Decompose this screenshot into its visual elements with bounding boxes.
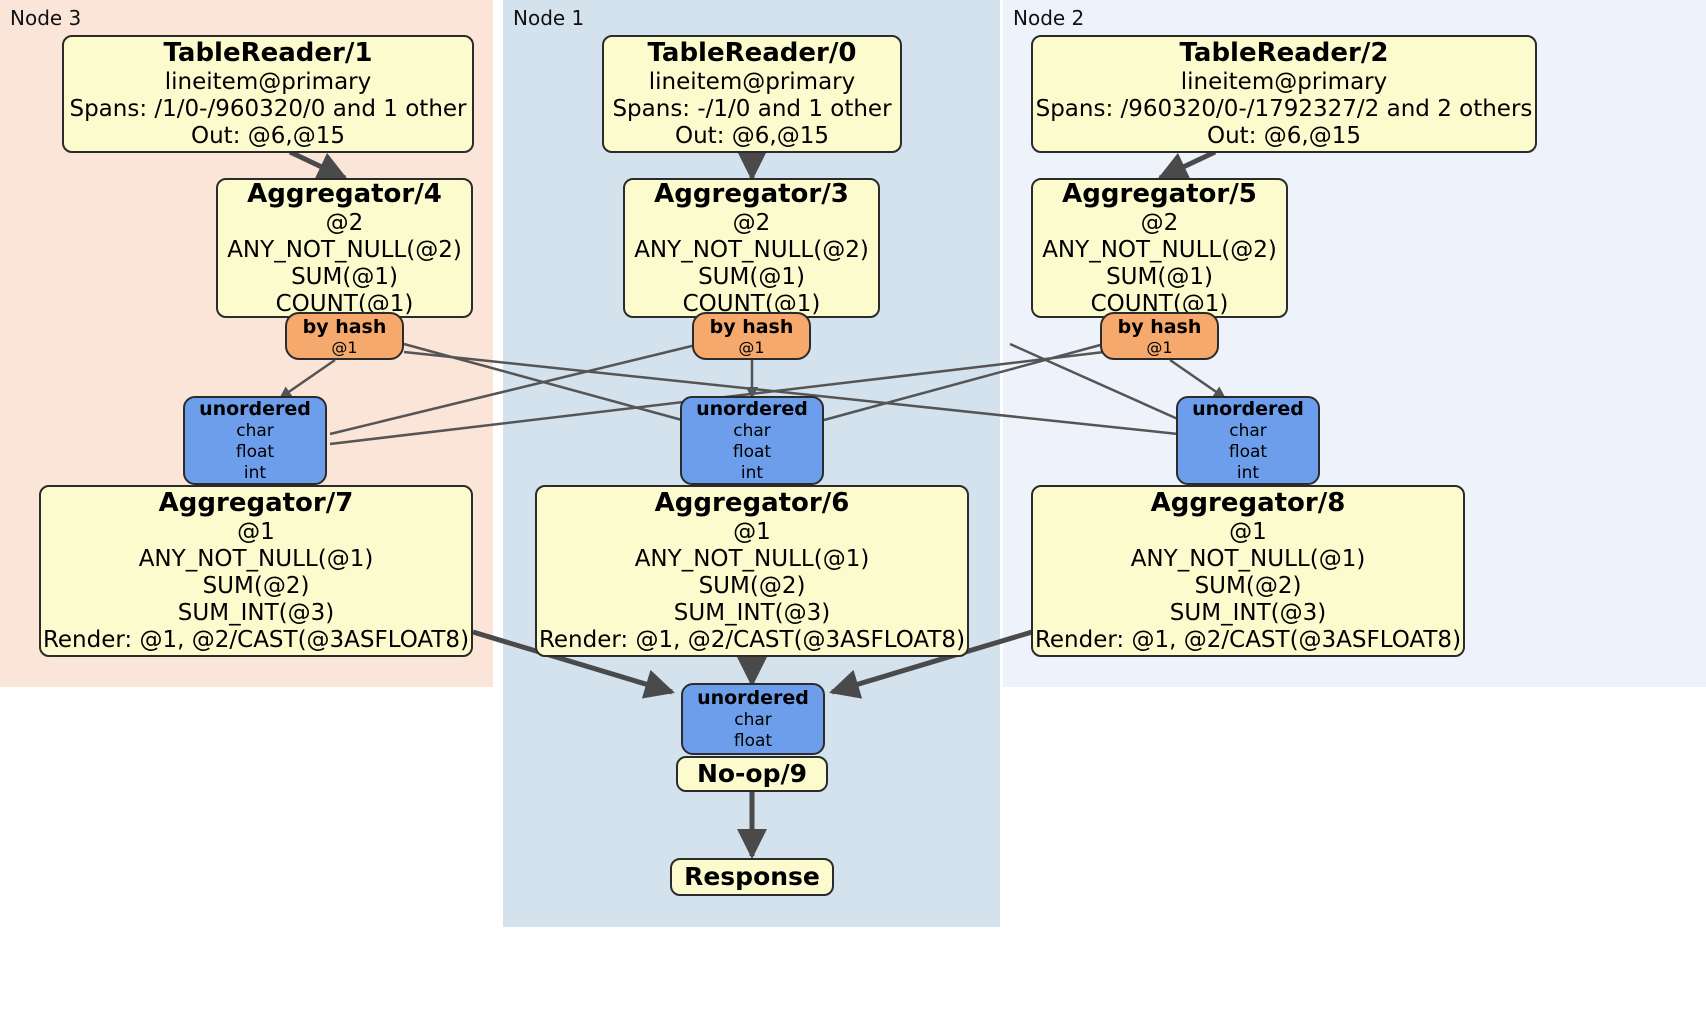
node-tablereader-1[interactable]: TableReader/1 lineitem@primary Spans: /1… — [62, 35, 474, 153]
sync-line: float — [733, 730, 773, 751]
synchronizer-unordered-final[interactable]: unordered char float — [681, 683, 825, 755]
node-line: lineitem@primary — [164, 69, 372, 95]
sync-title: unordered — [1192, 397, 1304, 420]
node-aggregator-4[interactable]: Aggregator/4 @2 ANY_NOT_NULL(@2) SUM(@1)… — [216, 178, 473, 318]
sync-line: char — [734, 709, 772, 730]
node-line: Render: @1, @2/CAST(@3ASFLOAT8) — [1034, 627, 1462, 653]
node-line: SUM(@1) — [1106, 263, 1213, 290]
node-tablereader-2[interactable]: TableReader/2 lineitem@primary Spans: /9… — [1031, 35, 1537, 153]
synchronizer-unordered-left[interactable]: unordered char float int — [183, 396, 327, 485]
panel-node-1-label: Node 1 — [513, 6, 585, 30]
router-title: by hash — [709, 315, 794, 338]
node-line: ANY_NOT_NULL(@1) — [634, 546, 870, 572]
sync-line: int — [740, 462, 764, 483]
node-line: SUM(@2) — [1194, 573, 1302, 599]
panel-node-2-label: Node 2 — [1013, 6, 1085, 30]
sync-line: float — [1228, 441, 1268, 462]
node-line: Out: @6,@15 — [675, 123, 829, 149]
node-title: TableReader/0 — [647, 38, 857, 68]
node-line: Spans: /1/0-/960320/0 and 1 other — [69, 96, 467, 122]
edge-aggregator7-unordered-final — [472, 629, 675, 699]
sync-title: unordered — [697, 686, 809, 709]
panel-node-3-label: Node 3 — [10, 6, 82, 30]
node-line: SUM_INT(@3) — [1169, 600, 1327, 626]
node-title: Aggregator/4 — [247, 178, 442, 209]
edge-byhash-right-unordered-center — [823, 342, 1105, 422]
node-line: Out: @6,@15 — [1207, 123, 1361, 149]
sync-line: int — [1236, 462, 1260, 483]
synchronizer-unordered-right[interactable]: unordered char float int — [1176, 396, 1320, 485]
node-line: @2 — [1140, 209, 1179, 236]
router-title: by hash — [1117, 315, 1202, 338]
node-line: ANY_NOT_NULL(@1) — [1130, 546, 1366, 572]
node-title: Aggregator/5 — [1062, 178, 1257, 209]
node-line: SUM_INT(@3) — [673, 600, 831, 626]
node-title: No-op/9 — [696, 759, 808, 788]
node-no-op-9[interactable]: No-op/9 — [676, 756, 828, 792]
node-title: Aggregator/7 — [158, 488, 354, 518]
sync-title: unordered — [696, 397, 808, 420]
node-line: ANY_NOT_NULL(@2) — [227, 236, 462, 263]
node-line: ANY_NOT_NULL(@1) — [138, 546, 374, 572]
node-line: Spans: -/1/0 and 1 other — [612, 96, 892, 122]
node-response[interactable]: Response — [670, 858, 834, 896]
node-line: Spans: /960320/0-/1792327/2 and 2 others — [1035, 96, 1533, 122]
synchronizer-unordered-center[interactable]: unordered char float int — [680, 396, 824, 485]
node-line: SUM(@1) — [291, 263, 398, 290]
node-line: @2 — [732, 209, 771, 236]
node-line: Render: @1, @2/CAST(@3ASFLOAT8) — [42, 627, 470, 653]
node-line: @1 — [1229, 519, 1267, 545]
node-line: SUM(@2) — [202, 573, 310, 599]
sync-line: char — [1229, 420, 1267, 441]
router-title: by hash — [302, 315, 387, 338]
node-title: Response — [684, 862, 820, 891]
edge-byhash-left-unordered-right — [403, 350, 1179, 436]
router-line: @1 — [1146, 337, 1173, 357]
edge-byhash-left-unordered-left — [278, 358, 336, 400]
node-line: SUM_INT(@3) — [177, 600, 335, 626]
node-aggregator-7[interactable]: Aggregator/7 @1 ANY_NOT_NULL(@1) SUM(@2)… — [39, 485, 473, 657]
node-line: ANY_NOT_NULL(@2) — [634, 236, 869, 263]
node-line: lineitem@primary — [648, 69, 856, 95]
node-aggregator-8[interactable]: Aggregator/8 @1 ANY_NOT_NULL(@1) SUM(@2)… — [1031, 485, 1465, 657]
sync-line: float — [732, 441, 772, 462]
sync-line: char — [236, 420, 274, 441]
node-tablereader-0[interactable]: TableReader/0 lineitem@primary Spans: -/… — [602, 35, 902, 153]
sync-line: int — [243, 462, 267, 483]
node-aggregator-6[interactable]: Aggregator/6 @1 ANY_NOT_NULL(@1) SUM(@2)… — [535, 485, 969, 657]
node-line: lineitem@primary — [1180, 69, 1388, 95]
edge-byhash-center-unordered-left — [329, 342, 701, 436]
router-by-hash-center[interactable]: by hash @1 — [692, 312, 811, 360]
node-line: Out: @6,@15 — [191, 123, 345, 149]
node-title: Aggregator/3 — [654, 178, 849, 209]
router-line: @1 — [331, 337, 358, 357]
router-by-hash-right[interactable]: by hash @1 — [1100, 312, 1219, 360]
node-line: @2 — [325, 209, 364, 236]
sync-title: unordered — [199, 397, 311, 420]
edge-aggregator8-unordered-final — [829, 629, 1033, 699]
node-line: Render: @1, @2/CAST(@3ASFLOAT8) — [538, 627, 966, 653]
edge-byhash-center-unordered-right — [1009, 342, 1181, 422]
edge-tablereader2-aggregator5 — [1157, 149, 1217, 181]
router-line: @1 — [738, 337, 765, 357]
node-title: Aggregator/6 — [654, 488, 850, 518]
sync-line: float — [235, 441, 275, 462]
node-title: Aggregator/8 — [1150, 488, 1346, 518]
router-by-hash-left[interactable]: by hash @1 — [285, 312, 404, 360]
sync-line: char — [733, 420, 771, 441]
node-aggregator-5[interactable]: Aggregator/5 @2 ANY_NOT_NULL(@2) SUM(@1)… — [1031, 178, 1288, 318]
edge-tablereader1-aggregator4 — [288, 149, 348, 181]
node-title: TableReader/1 — [163, 38, 373, 68]
edge-byhash-right-unordered-right — [1169, 358, 1227, 400]
node-line: @1 — [733, 519, 771, 545]
node-line: ANY_NOT_NULL(@2) — [1042, 236, 1277, 263]
node-line: SUM(@1) — [698, 263, 805, 290]
node-line: SUM(@2) — [698, 573, 806, 599]
node-aggregator-3[interactable]: Aggregator/3 @2 ANY_NOT_NULL(@2) SUM(@1)… — [623, 178, 880, 318]
node-title: TableReader/2 — [1179, 38, 1389, 68]
node-line: @1 — [237, 519, 275, 545]
